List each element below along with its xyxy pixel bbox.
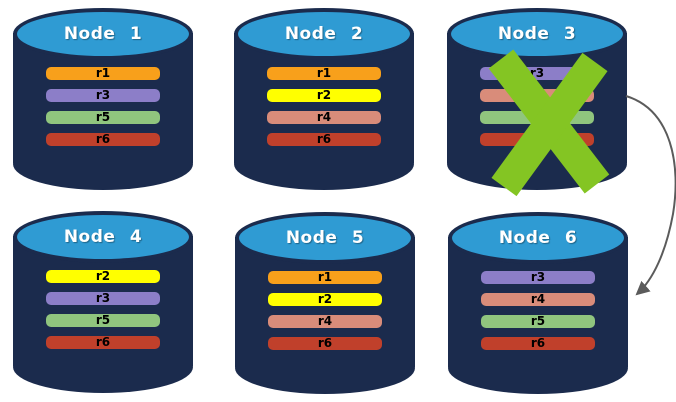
node-2-cylinder: Node 2 r1 r2 r4 r6	[234, 8, 414, 190]
node-title: Node 3	[497, 24, 577, 44]
node-4-cylinder: Node 4 r2 r3 r5 r6	[13, 211, 193, 393]
node-title: Node 1	[63, 24, 143, 44]
replica-bar: r2	[267, 89, 381, 102]
node-title: Node 5	[285, 228, 365, 248]
node-6-cylinder: Node 6 r3 r4 r5 r6	[448, 212, 628, 394]
node-title: Node 4	[63, 227, 143, 247]
node-5-cylinder: Node 5 r1 r2 r4 r6	[235, 212, 415, 394]
replica-bar: r1	[46, 67, 160, 80]
replica-bar: r1	[267, 67, 381, 80]
replica-bar: r5	[46, 111, 160, 124]
failure-x-icon	[488, 49, 610, 197]
replica-list: r3 r4 r5 r6	[481, 271, 595, 359]
node-3-cylinder: Node 3 r3 r4 r5 r6	[447, 8, 627, 197]
replica-bar: r6	[46, 133, 160, 146]
replica-bar: r6	[267, 133, 381, 146]
replica-bar: r6	[46, 336, 160, 349]
replica-bar: r1	[268, 271, 382, 284]
replica-list: r1 r3 r5 r6	[46, 67, 160, 155]
cylinder-top: Node 3	[447, 8, 627, 60]
replica-bar: r4	[268, 315, 382, 328]
replica-bar: r6	[268, 337, 382, 350]
replica-bar: r2	[268, 293, 382, 306]
replica-bar: r3	[46, 89, 160, 102]
cylinder-top: Node 6	[448, 212, 628, 264]
replica-list: r1 r2 r4 r6	[267, 67, 381, 155]
cylinder-top: Node 5	[235, 212, 415, 264]
node-title: Node 2	[284, 24, 364, 44]
node-1-cylinder: Node 1 r1 r3 r5 r6	[13, 8, 193, 190]
node-title: Node 6	[498, 228, 578, 248]
replica-bar: r3	[46, 292, 160, 305]
cylinder-top: Node 2	[234, 8, 414, 60]
replica-bar: r5	[46, 314, 160, 327]
replica-bar: r3	[481, 271, 595, 284]
cylinder-top: Node 4	[13, 211, 193, 263]
replica-bar: r4	[267, 111, 381, 124]
replica-bar: r2	[46, 270, 160, 283]
replica-bar: r6	[481, 337, 595, 350]
replica-list: r1 r2 r4 r6	[268, 271, 382, 359]
replica-bar: r5	[481, 315, 595, 328]
cylinder-top: Node 1	[13, 8, 193, 60]
replica-list: r2 r3 r5 r6	[46, 270, 160, 358]
replica-bar: r4	[481, 293, 595, 306]
